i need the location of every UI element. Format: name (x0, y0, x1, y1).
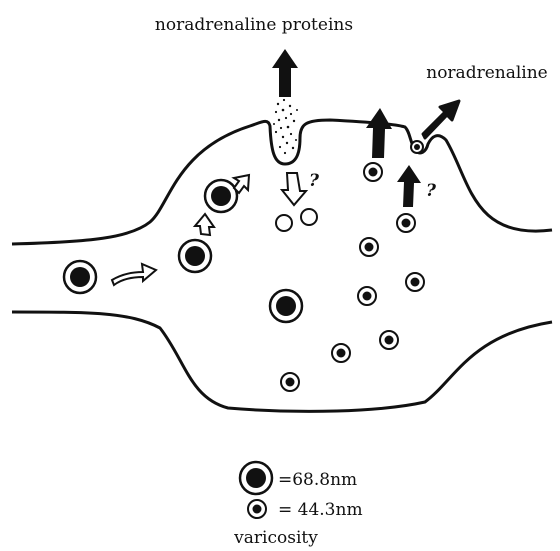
vesicle-small (406, 273, 424, 291)
membrane-lower-outline (12, 312, 552, 411)
vesicle-small (397, 214, 415, 232)
right-label: noradrenaline (426, 63, 547, 83)
vesicle-small (358, 287, 376, 305)
vesicle-large (205, 180, 237, 212)
vesicle-small (364, 163, 382, 181)
vesicle-large (64, 261, 96, 293)
question-mark: ? (309, 171, 320, 191)
top-label: noradrenaline proteins (155, 15, 353, 35)
transport-arrow-axon (112, 264, 156, 285)
release-arrow-proteins (272, 49, 298, 97)
empty-vesicle (301, 209, 317, 225)
vesicle-small (360, 238, 378, 256)
vesicle-large (270, 290, 302, 322)
vesicle-small (380, 331, 398, 349)
transport-arrow-up-2 (234, 175, 249, 193)
legend-small-size: = 44.3nm (278, 500, 363, 520)
reuptake-arrow (397, 165, 421, 207)
legend-large-size: =68.8nm (278, 470, 357, 490)
released-proteins-stipple (273, 99, 298, 154)
legend-small-vesicle-icon (248, 500, 266, 518)
vesicle-small (332, 344, 350, 362)
legend-large-vesicle-icon (240, 462, 272, 494)
vesicle-docked (411, 141, 423, 153)
question-mark: ? (426, 181, 437, 201)
caption: varicosity (233, 528, 318, 548)
transport-arrow-down (282, 173, 306, 205)
empty-vesicle (276, 215, 292, 231)
vesicle-small (281, 373, 299, 391)
transport-arrow-up-1 (195, 214, 214, 235)
vesicle-large (179, 240, 211, 272)
release-arrow-noradrenaline-diagonal (423, 101, 459, 138)
release-arrow-noradrenaline-vertical (366, 108, 392, 158)
